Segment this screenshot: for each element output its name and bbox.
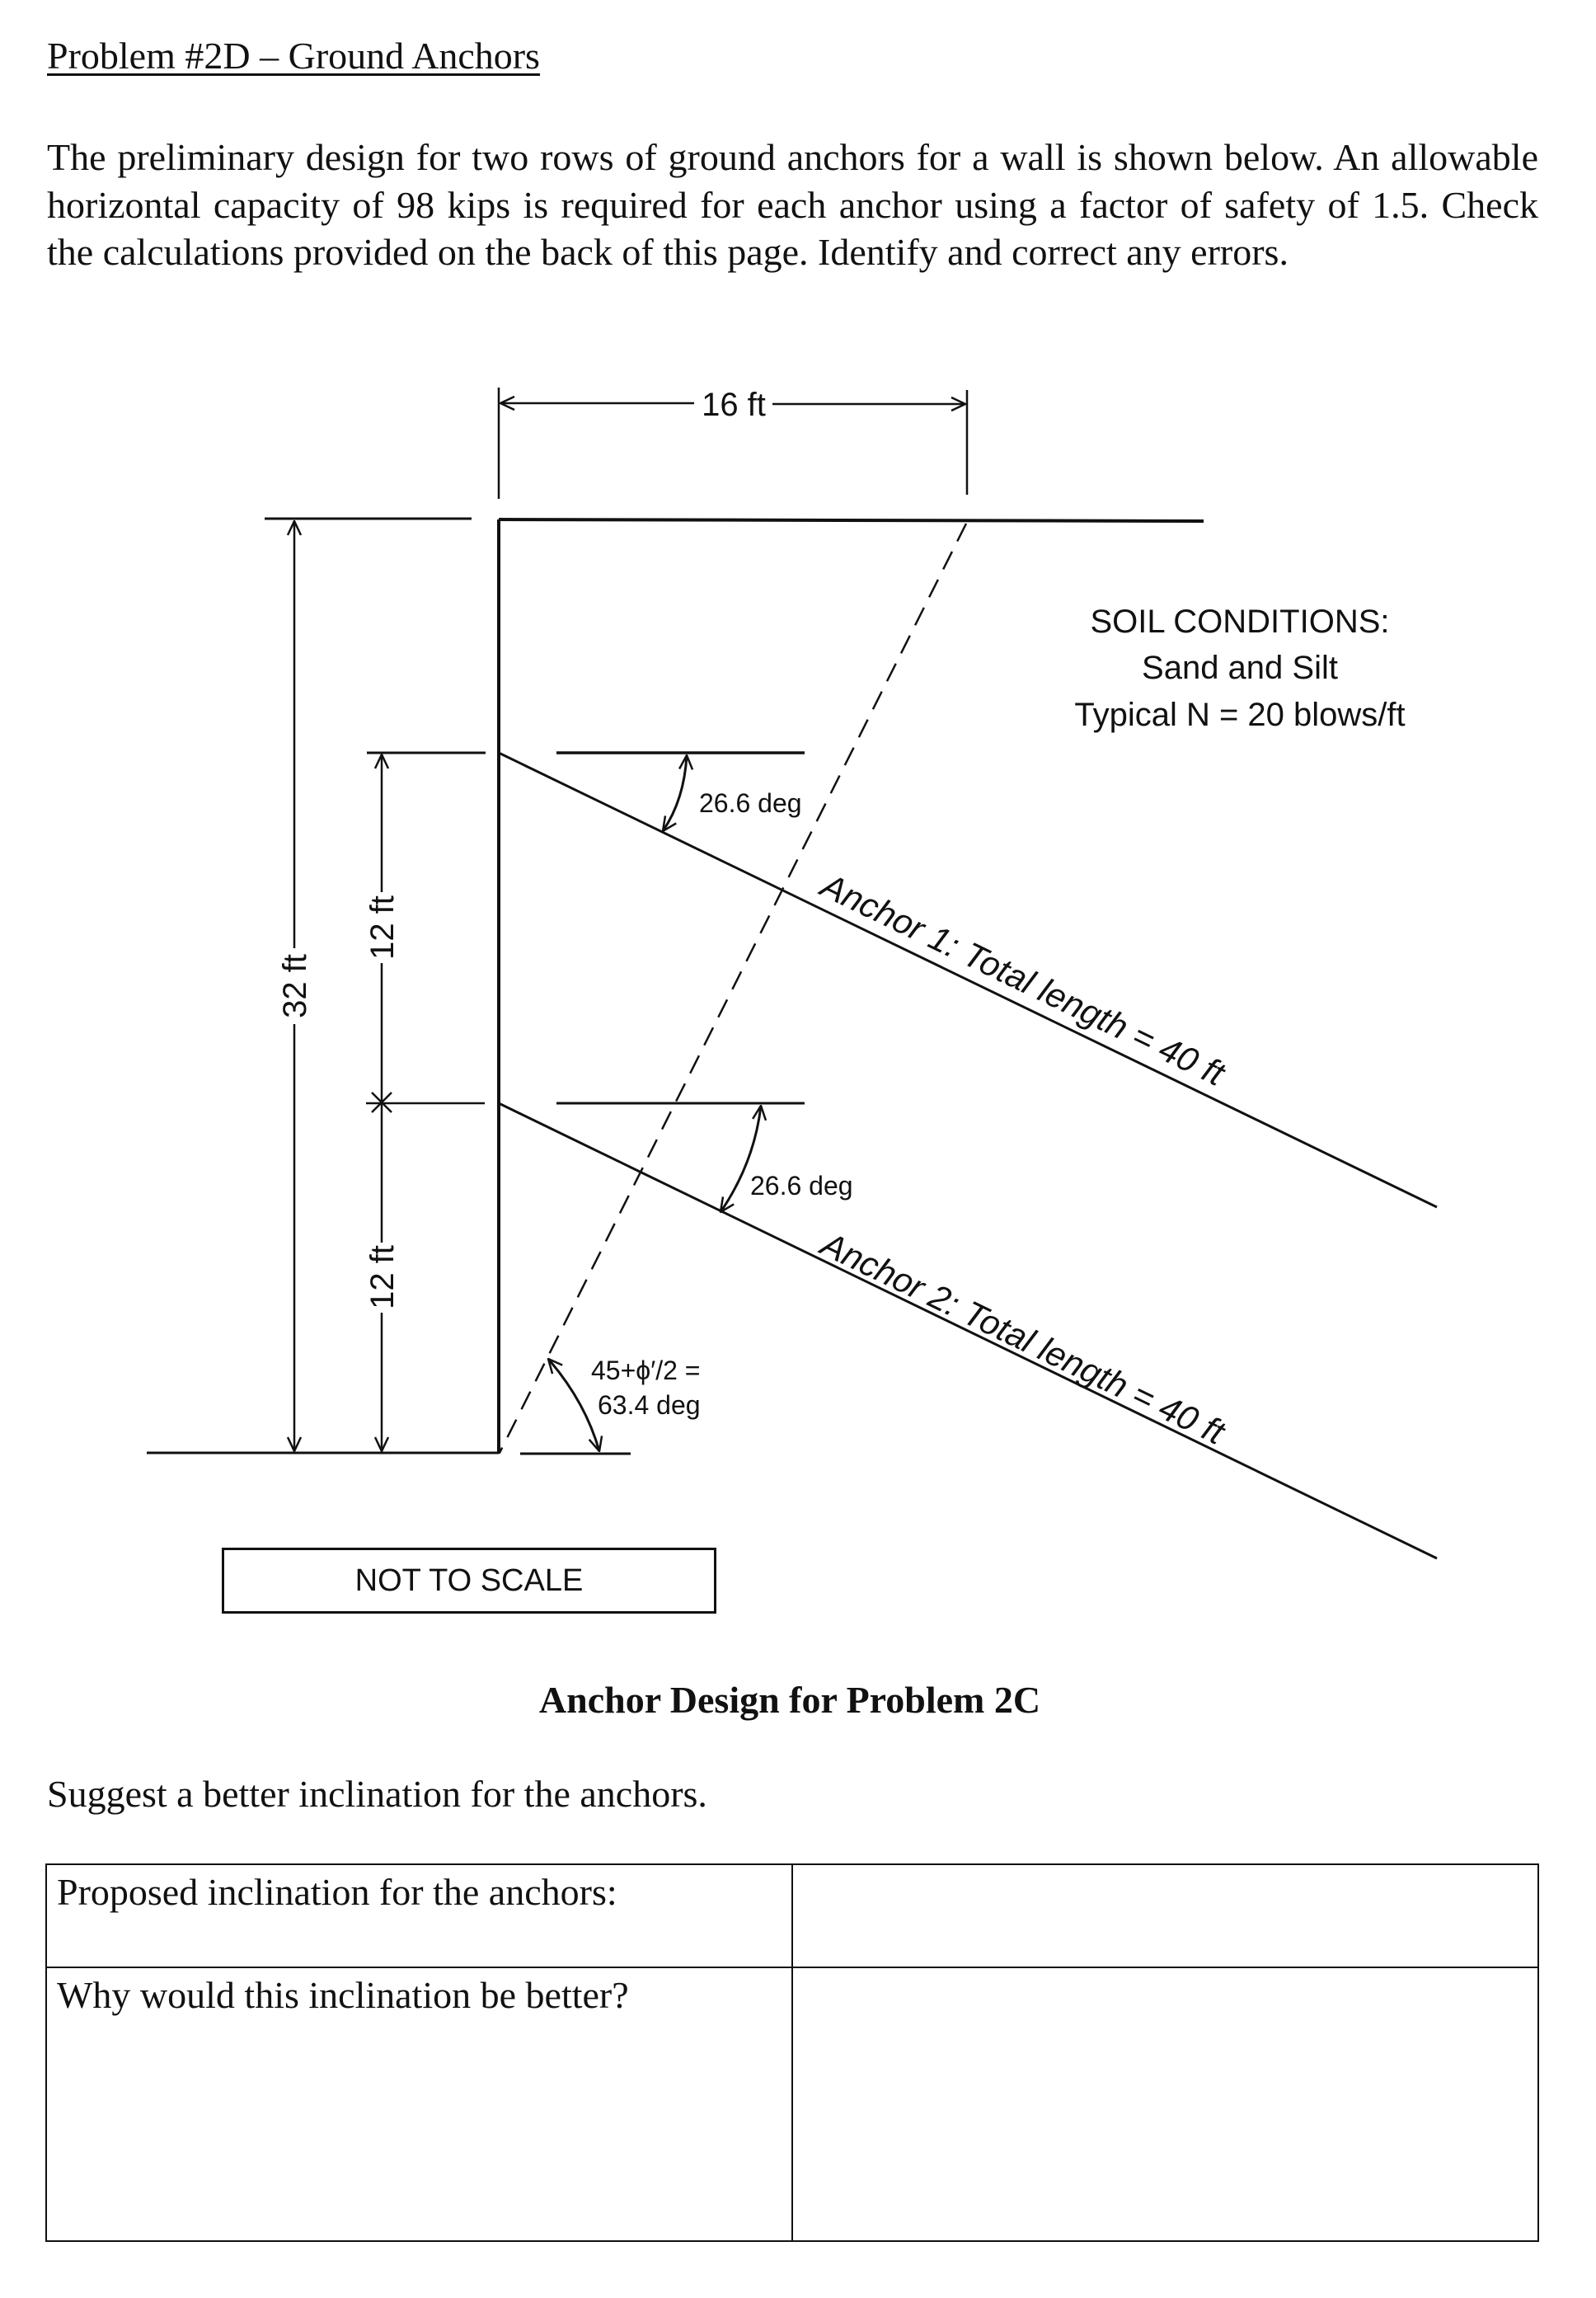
anchor2-angle-arc	[721, 1106, 761, 1212]
failure-plane-angle-arc	[548, 1359, 599, 1451]
figure-caption: Anchor Design for Problem 2C	[538, 1679, 1041, 1721]
anchor1-angle-arc	[663, 755, 687, 831]
dim-32ft-label: 32 ft	[277, 954, 313, 1018]
ground-surface-right	[498, 518, 1204, 523]
soil-conditions-heading: SOIL CONDITIONS:	[1090, 604, 1389, 640]
anchor-1-tendon	[498, 751, 1438, 1209]
dim-junction-tick	[371, 1092, 392, 1113]
anchor-wall-diagram: 16 ft 32 ft 12 ft 12 ft 26.6 deg 26.6 de…	[147, 387, 1438, 1560]
active-failure-plane	[498, 523, 968, 1454]
question-prompt: Suggest a better inclination for the anc…	[47, 1773, 707, 1815]
problem-title: Problem #2D – Ground Anchors	[47, 35, 540, 77]
dim-16ft-label: 16 ft	[702, 387, 766, 423]
not-to-scale-text: NOT TO SCALE	[354, 1563, 584, 1598]
proposed-inclination-answer-field[interactable]	[791, 1863, 1539, 1968]
proposed-inclination-label: Proposed inclination for the anchors:	[45, 1863, 793, 1968]
not-to-scale-note: NOT TO SCALE	[222, 1548, 716, 1614]
anchor-2-tendon	[498, 1102, 1438, 1560]
soil-type: Sand and Silt	[1142, 650, 1338, 686]
problem-statement: The preliminary design for two rows of g…	[47, 136, 1538, 273]
table-row: Proposed inclination for the anchors:	[45, 1863, 1539, 1968]
answer-table: Proposed inclination for the anchors: Wh…	[45, 1863, 1539, 2242]
anchor-1-label: Anchor 1: Total length = 40 ft	[813, 864, 1232, 1093]
failure-plane-angle-formula: 45+ϕ′/2 =	[591, 1356, 700, 1385]
why-better-label: Why would this inclination be better?	[45, 1967, 793, 2242]
failure-plane-angle-value: 63.4 deg	[598, 1390, 701, 1420]
dim-12ft-upper-label: 12 ft	[364, 895, 401, 960]
anchor-2-label: Anchor 2: Total length = 40 ft	[813, 1223, 1232, 1452]
anchor1-angle-label: 26.6 deg	[699, 788, 802, 818]
why-better-answer-field[interactable]	[791, 1967, 1539, 2242]
table-row: Why would this inclination be better?	[45, 1967, 1539, 2242]
dim-12ft-lower-label: 12 ft	[364, 1245, 401, 1309]
soil-spt-value: Typical N = 20 blows/ft	[1074, 697, 1405, 733]
anchor2-angle-label: 26.6 deg	[750, 1171, 853, 1201]
